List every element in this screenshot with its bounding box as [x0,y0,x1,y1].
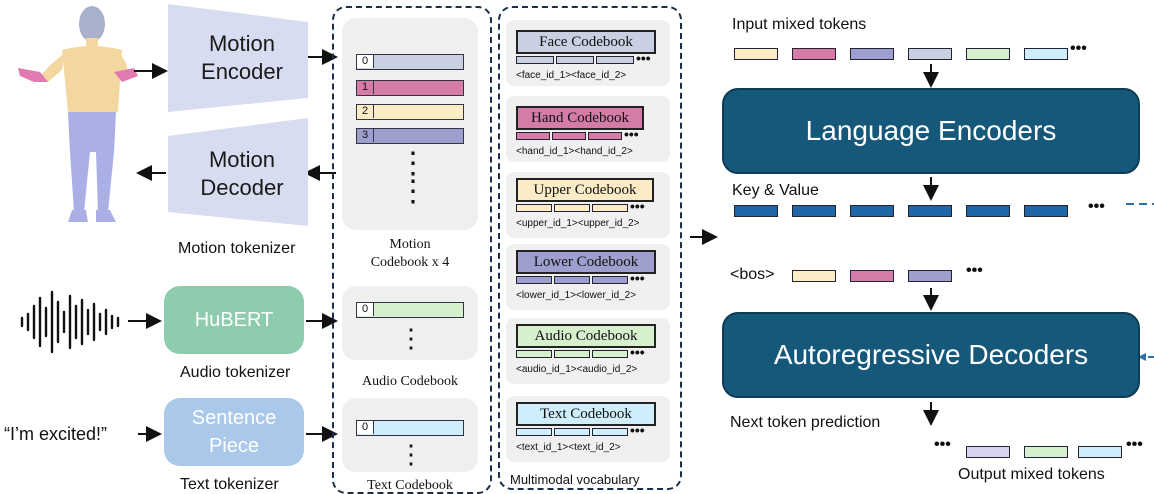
motion-codebook-row-1: 1 [356,80,464,96]
upper-codebook-ids: <upper_id_1><upper_id_2> [516,218,640,229]
text-tokenizer-label: Text tokenizer [180,476,279,493]
audio-codebook-ellipsis: ⋮ [398,324,424,353]
autoregressive-decoders-box: Autoregressive Decoders [722,312,1140,398]
upper-codebook-card: Upper Codebook ••• <upper_id_1><upper_id… [506,172,670,238]
key-value-token [1024,205,1068,217]
upper-token-ellipsis: ••• [630,198,645,214]
decoder-input-token [850,270,894,282]
key-value-token [792,205,836,217]
audio-token-ellipsis: ••• [630,344,645,360]
text-codebook-label: Text Codebook [367,478,453,493]
upper-codebook-name: Upper Codebook [516,178,654,202]
input-token [1024,48,1068,60]
motion-encoder-shape [168,4,308,112]
audio-waveform-icon [20,290,120,354]
row-index: 0 [357,421,374,434]
text-vocab-card: Text Codebook ••• <text_id_1><text_id_2> [506,396,670,462]
human-motion-figure [18,6,138,222]
input-mixed-tokens-label: Input mixed tokens [732,16,867,33]
audio-tokenizer-label: Audio tokenizer [180,364,291,381]
motion-codebook-row-0: 0 [356,54,464,70]
row-index: 3 [357,129,374,142]
key-value-token [734,205,778,217]
output-token [1078,446,1122,458]
motion-decoder-shape [168,118,308,226]
motion-codebook-row-2: 2 [356,104,464,120]
motion-codebook-ellipsis: ⋮ [398,147,428,180]
row-index: 1 [357,81,374,94]
text-token-ellipsis: ••• [630,422,645,438]
text-codebook-ellipsis: ⋮ [398,440,424,469]
key-value-token [850,205,894,217]
lower-codebook-ids: <lower_id_1><lower_id_2> [516,290,637,301]
input-token [908,48,952,60]
motion-codebook-ellipsis-2: ⋮ [398,175,428,208]
lower-token-ellipsis: ••• [630,270,645,286]
input-token [734,48,778,60]
key-value-token [966,205,1010,217]
motion-tokenizer-label: Motion tokenizer [178,240,296,257]
example-sentence: “I’m excited!” [4,424,108,444]
motion-codebook-label: Motion Codebook x 4 [370,237,450,270]
output-mixed-tokens-label: Output mixed tokens [958,466,1105,483]
face-codebook-ids: <face_id_1><face_id_2> [516,70,627,81]
text-vocab-name: Text Codebook [516,402,656,426]
row-index: 2 [357,105,374,118]
audio-codebook-panel [342,286,478,360]
face-codebook-name: Face Codebook [516,30,656,54]
text-vocab-ids: <text_id_1><text_id_2> [516,442,621,453]
input-token [966,48,1010,60]
language-encoders-box: Language Encoders [722,88,1140,174]
text-codebook-row-0: 0 [356,420,464,436]
motion-codebook-row-3: 3 [356,128,464,144]
decoder-input-token [792,270,836,282]
audio-vocab-name: Audio Codebook [516,324,656,348]
bos-token-label: <bos> [730,266,775,283]
audio-codebook-row-0: 0 [356,302,464,318]
key-value-token [908,205,952,217]
motion-encoder-label: Motion Encoder [201,31,283,84]
next-token-prediction-label: Next token prediction [730,414,881,431]
face-token-ellipsis: ••• [636,50,651,66]
hand-token-ellipsis: ••• [624,126,639,142]
multimodal-vocabulary-label: Multimodal vocabulary [510,472,640,487]
row-index: 0 [357,55,374,68]
codebook-column-border [332,6,492,494]
motion-decoder-label: Motion Decoder [200,147,284,200]
motion-codebook-panel [342,18,478,230]
output-token [966,446,1010,458]
output-trailing-ellipsis: ••• [1126,436,1143,453]
key-value-label: Key & Value [732,182,819,199]
vocabulary-column-border [498,6,682,490]
input-token [850,48,894,60]
output-token [1024,446,1068,458]
hand-codebook-name: Hand Codebook [516,106,644,130]
face-codebook-card: Face Codebook ••• <face_id_1><face_id_2> [506,20,670,86]
hubert-box: HuBERT [164,286,304,354]
hand-codebook-ids: <hand_id_1><hand_id_2> [516,146,633,157]
sentencepiece-box: Sentence Piece [164,398,304,466]
lower-codebook-name: Lower Codebook [516,250,656,274]
row-index: 0 [357,303,374,316]
audio-vocab-card: Audio Codebook ••• <audio_id_1><audio_id… [506,318,670,384]
decoder-input-ellipsis: ••• [966,262,983,279]
hand-codebook-card: Hand Codebook ••• <hand_id_1><hand_id_2> [506,96,670,162]
key-value-ellipsis: ••• [1088,198,1105,215]
input-token-ellipsis: ••• [1070,40,1087,57]
output-leading-ellipsis: ••• [934,436,951,453]
audio-vocab-ids: <audio_id_1><audio_id_2> [516,364,638,375]
lower-codebook-card: Lower Codebook ••• <lower_id_1><lower_id… [506,244,670,310]
audio-codebook-label: Audio Codebook [361,374,459,389]
input-token [792,48,836,60]
decoder-input-token [908,270,952,282]
